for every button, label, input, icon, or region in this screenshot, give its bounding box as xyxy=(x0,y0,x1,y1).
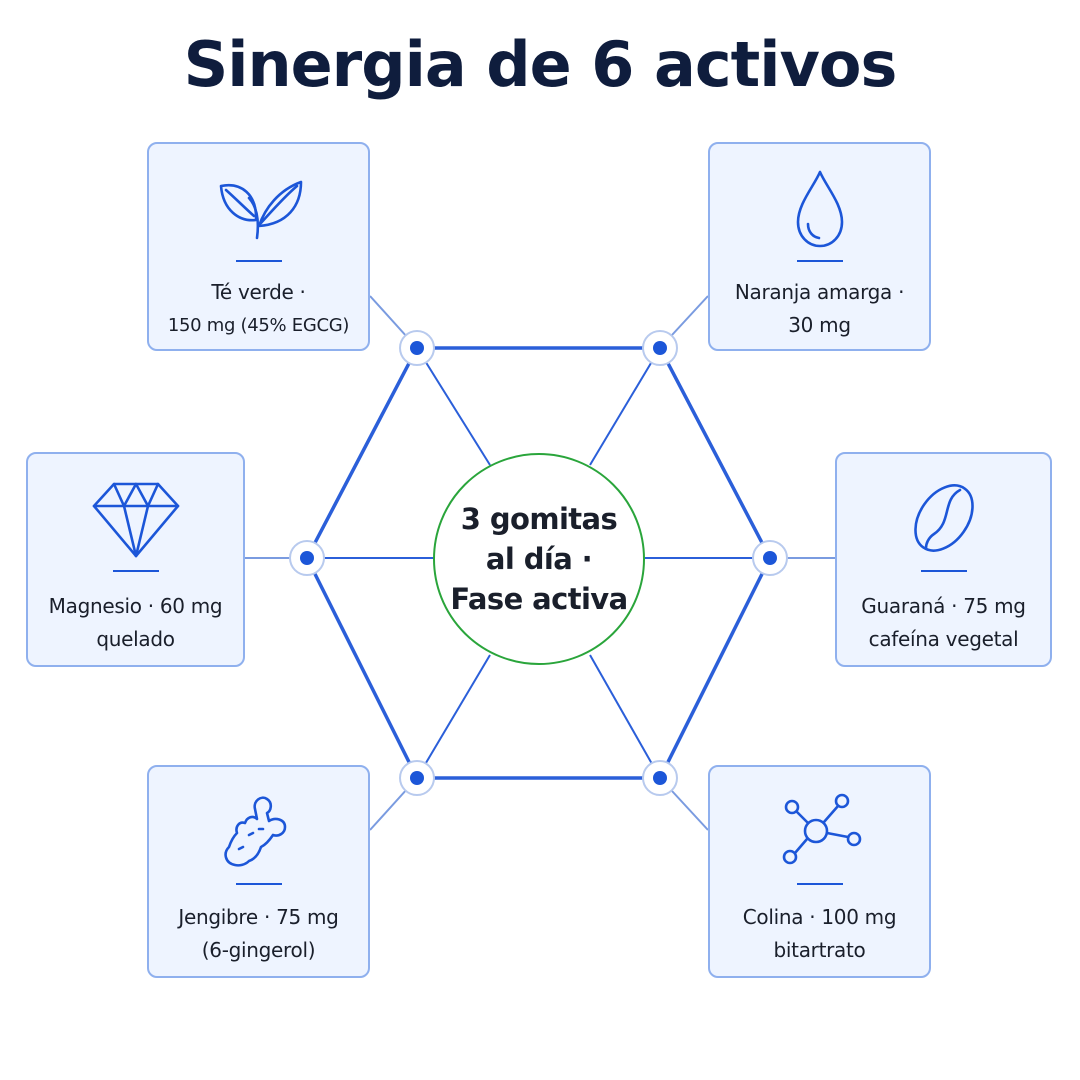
page-title: Sinergia de 6 activos xyxy=(183,28,898,101)
card-divider xyxy=(235,883,282,885)
hex-nodes xyxy=(289,330,788,796)
card-divider xyxy=(235,260,282,262)
coffee-bean-icon xyxy=(894,478,994,558)
center-line-3: Fase activa xyxy=(450,582,628,616)
card-label-line-2: bitartrato xyxy=(773,938,866,962)
card-colina: Colina · 100 mg bitartrato xyxy=(708,765,931,978)
card-label-line-2: cafeína vegetal xyxy=(868,627,1019,651)
node-guarana xyxy=(752,540,788,576)
card-label-line-1: Jengibre · 75 mg xyxy=(178,905,339,929)
center-line-2: al día · xyxy=(485,542,593,576)
spoke xyxy=(589,347,661,466)
hex-edge xyxy=(305,347,419,559)
card-divider xyxy=(112,570,159,572)
card-magnesio: Magnesio · 60 mg quelado xyxy=(26,452,245,667)
card-divider xyxy=(796,260,843,262)
spoke xyxy=(416,654,491,779)
hex-edge xyxy=(305,557,419,779)
card-label: Naranja amarga · 30 mg xyxy=(734,276,905,342)
card-label: Guaraná · 75 mg cafeína vegetal xyxy=(861,590,1026,656)
leaf-icon xyxy=(209,168,309,248)
card-label: Jengibre · 75 mg (6-gingerol) xyxy=(178,901,338,967)
hex-edge xyxy=(658,347,772,559)
molecule-icon xyxy=(770,791,870,871)
card-label: Té verde · 150 mg (45% EGCG) xyxy=(167,276,350,342)
node-magnesio xyxy=(289,540,325,576)
card-label-line-2: 150 mg (45% EGCG) xyxy=(167,315,350,336)
card-jengibre: Jengibre · 75 mg (6-gingerol) xyxy=(147,765,370,978)
center-circle: 3 gomitas al día · Fase activa xyxy=(433,453,645,665)
card-divider xyxy=(796,883,843,885)
node-jengibre xyxy=(399,760,435,796)
card-te-verde: Té verde · 150 mg (45% EGCG) xyxy=(147,142,370,351)
card-label-line-2: quelado xyxy=(96,627,175,651)
spoke xyxy=(416,347,491,466)
card-label-line-1: Té verde · xyxy=(211,280,306,304)
card-label-line-1: Naranja amarga · xyxy=(734,280,905,304)
ginger-root-icon xyxy=(209,791,309,871)
card-label: Magnesio · 60 mg quelado xyxy=(49,590,223,656)
card-divider xyxy=(920,570,967,572)
diamond-icon xyxy=(86,478,186,558)
drop-icon xyxy=(770,168,870,248)
center-spokes xyxy=(307,347,770,779)
node-naranja xyxy=(642,330,678,366)
card-label-line-1: Guaraná · 75 mg xyxy=(861,594,1026,618)
card-naranja-amarga: Naranja amarga · 30 mg xyxy=(708,142,931,351)
center-line-1: 3 gomitas xyxy=(460,502,618,536)
card-label-line-1: Magnesio · 60 mg xyxy=(48,594,223,618)
hexagon-ring xyxy=(305,346,772,780)
card-label-line-2: 30 mg xyxy=(788,313,851,337)
spoke xyxy=(589,654,661,779)
node-colina xyxy=(642,760,678,796)
card-label-line-1: Colina · 100 mg xyxy=(742,905,897,929)
node-te-verde xyxy=(399,330,435,366)
card-label: Colina · 100 mg bitartrato xyxy=(743,901,897,967)
card-guarana: Guaraná · 75 mg cafeína vegetal xyxy=(835,452,1052,667)
card-label-line-2: (6-gingerol) xyxy=(201,938,316,962)
hex-edge xyxy=(658,557,772,779)
